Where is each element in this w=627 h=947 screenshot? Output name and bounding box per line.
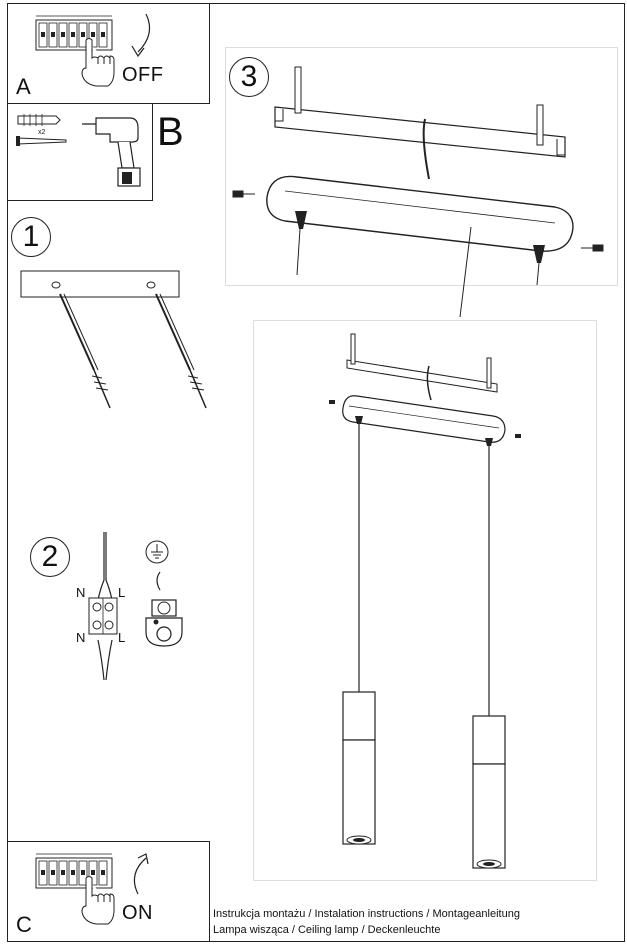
hand-icon — [81, 38, 115, 87]
arrow-icon — [133, 853, 149, 895]
ground-terminal — [145, 571, 183, 647]
terminal-block-icon — [88, 597, 118, 635]
step-3-number: 3 — [229, 57, 269, 97]
breaker-panel-icon — [35, 853, 113, 889]
quantity-label: x2 — [38, 129, 46, 136]
caption-line-1: Instrukcja montażu / Instalation instruc… — [213, 908, 520, 920]
step-2-number: 2 — [30, 537, 70, 577]
step-b-letter: B — [157, 110, 184, 154]
page-frame — [7, 3, 625, 942]
step-a-off-label: OFF — [122, 64, 164, 86]
step-c-letter: C — [16, 912, 32, 937]
drill-icon — [82, 117, 141, 187]
screw-icon — [16, 136, 67, 146]
step-1-number: 1 — [11, 217, 51, 257]
caption-line-2: Lampa wisząca / Ceiling lamp / Deckenleu… — [213, 924, 441, 936]
anchor-screw-right — [155, 293, 207, 409]
breaker-panel-icon — [35, 15, 113, 51]
live-label-bottom: L — [118, 630, 126, 645]
step-c-on-label: ON — [122, 902, 153, 924]
step-a-box: A OFF — [7, 3, 210, 104]
lamp-assembly-panel — [253, 320, 597, 881]
neutral-label-bottom: N — [76, 630, 86, 645]
live-label-top: L — [118, 585, 126, 600]
step-c-box: C ON — [7, 841, 210, 942]
anchor-screw-left — [59, 293, 111, 409]
neutral-label-top: N — [76, 585, 86, 600]
ground-symbol-icon — [145, 540, 169, 564]
step-3-detail-panel — [225, 47, 618, 286]
arrow-icon — [131, 13, 151, 58]
mounting-detail — [232, 66, 604, 318]
step-a-letter: A — [16, 74, 31, 99]
lamp-assembly — [329, 333, 521, 869]
hand-icon — [81, 876, 115, 925]
wall-plug-icon: x2 — [17, 114, 61, 136]
ceiling-board — [20, 270, 180, 298]
